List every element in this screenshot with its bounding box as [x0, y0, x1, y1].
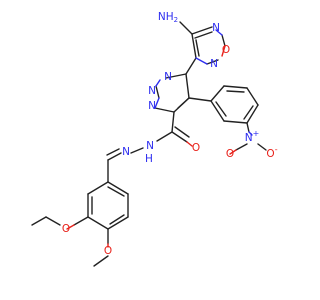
- nitro-n-label: N+: [245, 129, 260, 145]
- hydrazide-h-label: H: [145, 153, 153, 165]
- furazan-o-label: O: [222, 44, 230, 56]
- triazole-n2-label: N: [148, 85, 156, 97]
- hydrazide-n2-label: N: [122, 146, 130, 158]
- furazan-n3-label: N: [212, 22, 220, 34]
- methoxy-o-label: O: [104, 245, 112, 257]
- triazole-n1-label: N: [164, 71, 172, 83]
- amino-label: NH2: [158, 11, 178, 24]
- triazole-n3-label: N: [148, 100, 156, 112]
- furazan-n5-label: N: [210, 58, 218, 70]
- bonds: [31, 21, 267, 267]
- molecule-structure-diagram: NH2 N O N N N N N+ O O- O N H N O O: [31, 11, 278, 267]
- hydrazide-n1-label: N: [146, 140, 154, 152]
- atom-labels: NH2 N O N N N N N+ O O- O N H N O O: [62, 11, 278, 257]
- ethoxy-o-label: O: [62, 223, 70, 235]
- nitro-o2-label: O-: [266, 145, 277, 161]
- nitro-o1-label: O: [226, 148, 234, 160]
- carbonyl-o-label: O: [192, 142, 200, 154]
- hetero-bond-segments: [66, 29, 253, 248]
